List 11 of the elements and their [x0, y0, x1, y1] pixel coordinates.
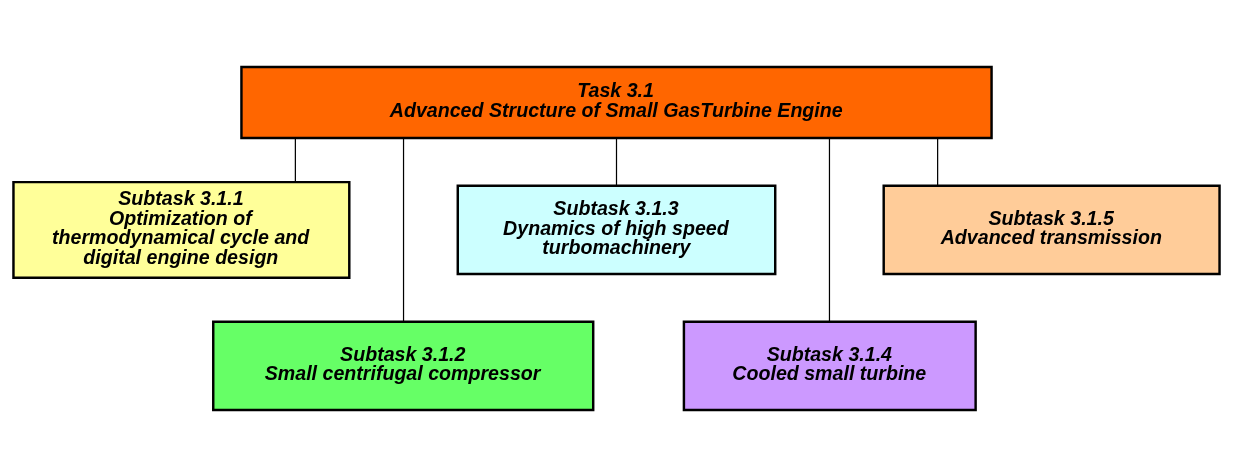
node-box: Subtask 3.1.3 Dynamics of high speed turbomachinery [456, 184, 777, 275]
node-box: Subtask 3.1.2 Small centrifugal compressor [212, 320, 595, 411]
connector [828, 137, 831, 322]
node-box: Subtask 3.1.5 Advanced transmission [882, 184, 1221, 275]
node-box: Subtask 3.1.1 Optimization of thermodynamical cycle and digital engine design [12, 180, 351, 279]
node-box: Task 3.1 Advanced Structure of Small GasTurbine Engine [240, 65, 993, 139]
connector [615, 137, 618, 186]
connector [402, 137, 405, 322]
connector [937, 137, 939, 186]
node-box: Subtask 3.1.4 Cooled small turbine [682, 320, 977, 411]
connector [294, 137, 296, 183]
